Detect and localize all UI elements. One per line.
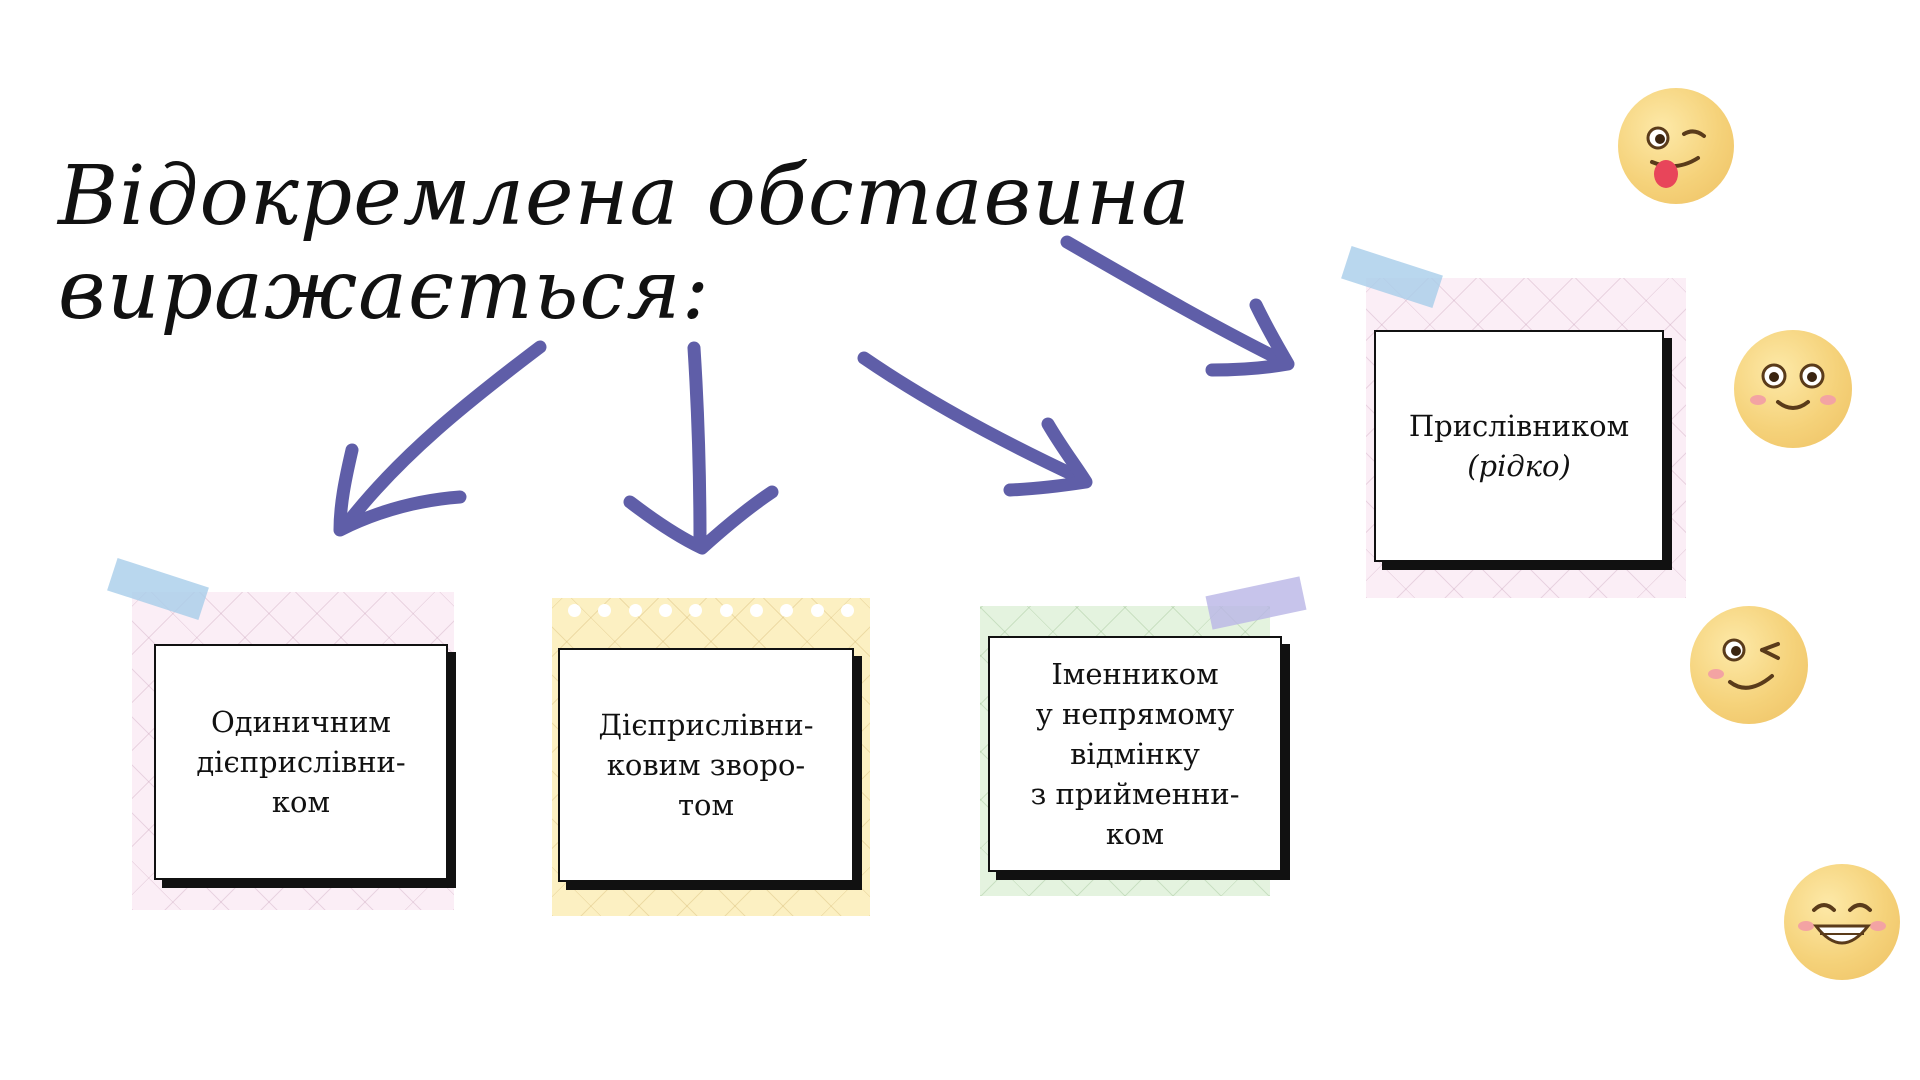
- box-3-line-1: Іменником: [1051, 657, 1219, 691]
- box-3-line-5: ком: [1105, 817, 1165, 851]
- grinning-emoji: [1784, 864, 1900, 980]
- box-1-line-3: ком: [271, 785, 331, 819]
- box-1-line-2: дієприслівни-: [196, 745, 406, 779]
- note-card-1: Одиничним дієприслівни- ком: [107, 557, 454, 910]
- box-2-line-1: Дієприслівни-: [598, 708, 814, 742]
- box-1-line-1: Одиничним: [210, 705, 391, 739]
- winking-emoji: [1690, 606, 1808, 724]
- box-2-line-2: ковим зворо-: [606, 748, 806, 782]
- box-adverb: Прислівником (рідко): [1374, 330, 1664, 562]
- note-card-4: Прислівником (рідко): [1341, 245, 1686, 598]
- title-line-2: виражається:: [58, 243, 711, 338]
- arrow-to-box-3: [857, 351, 1093, 497]
- smiling-eyes-emoji: [1734, 330, 1852, 448]
- box-single-participle: Одиничним дієприслівни- ком: [154, 644, 448, 880]
- title-line-1: Відокремлена обставина: [58, 149, 1191, 244]
- arrow-to-box-1: [333, 340, 547, 537]
- box-3-line-4: з прийменни-: [1030, 777, 1240, 811]
- arrow-to-box-2: [623, 341, 779, 555]
- box-3-line-3: відмінку: [1070, 737, 1200, 771]
- box-participle-phrase: Дієприслівни- ковим зворо- том: [558, 648, 854, 882]
- note-card-3: Іменником у непрямому відмінку з приймен…: [980, 576, 1307, 896]
- box-4-line-1: Прислівником: [1408, 409, 1630, 443]
- box-2-line-3: том: [677, 788, 735, 822]
- box-noun-with-preposition: Іменником у непрямому відмінку з приймен…: [988, 636, 1282, 872]
- box-4-line-2: (рідко): [1409, 446, 1629, 486]
- note-card-2: Дієприслівни- ковим зворо- том: [552, 598, 870, 916]
- arrow-to-box-4: [1060, 235, 1295, 377]
- spiral-holes: [568, 604, 854, 618]
- box-4-line-2-text: (рідко): [1467, 449, 1571, 483]
- box-3-line-2: у непрямому: [1035, 697, 1235, 731]
- diagram-title: Відокремлена обставина виражається:: [58, 150, 1191, 338]
- tongue-wink-emoji: [1618, 88, 1734, 204]
